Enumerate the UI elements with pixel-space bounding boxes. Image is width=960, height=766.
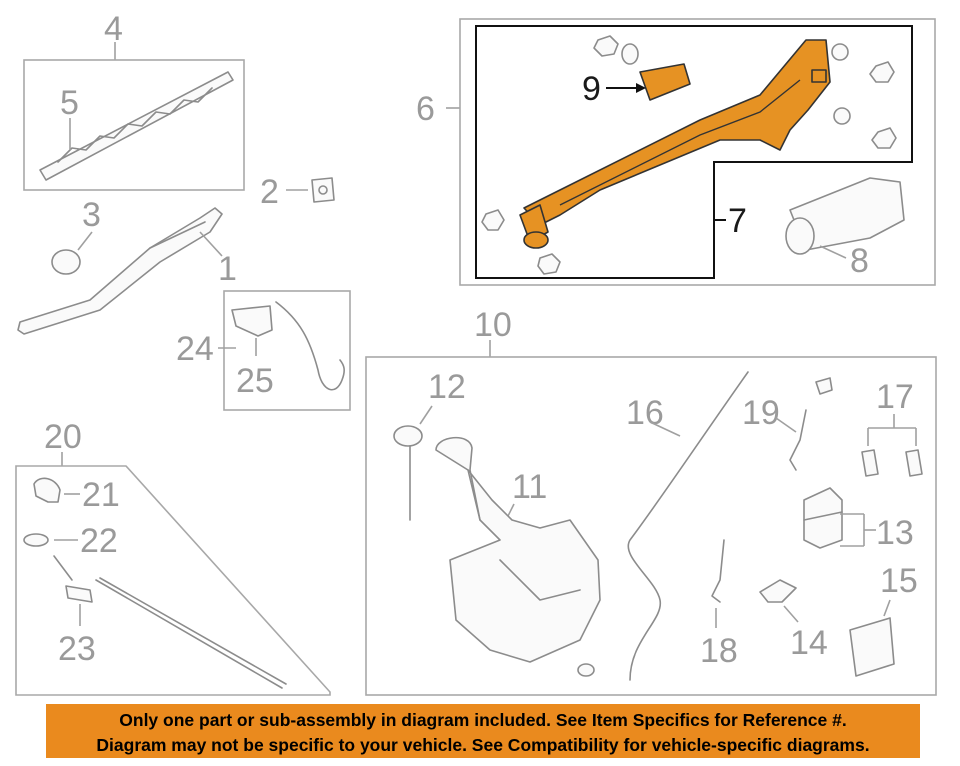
wiper-motor-part-8: 8 bbox=[785, 177, 905, 280]
callout-14: 14 bbox=[790, 624, 828, 662]
callout-10: 10 bbox=[474, 306, 512, 344]
callout-11: 11 bbox=[512, 468, 547, 506]
callout-6: 6 bbox=[416, 90, 435, 128]
callout-19: 19 bbox=[742, 394, 780, 432]
wiper-arm-part-1: 1 bbox=[17, 207, 237, 335]
wiper-linkage-highlight bbox=[519, 39, 831, 249]
callout-23: 23 bbox=[58, 630, 96, 668]
callout-15: 15 bbox=[880, 562, 918, 600]
notice-line-1: Only one part or sub-assembly in diagram… bbox=[119, 710, 847, 730]
cap-part-3: 3 bbox=[51, 196, 101, 275]
callout-13: 13 bbox=[876, 514, 914, 552]
callout-18: 18 bbox=[700, 632, 738, 670]
callout-21: 21 bbox=[82, 476, 120, 514]
callout-4: 4 bbox=[104, 10, 123, 48]
wiper-blade-group: 4 5 bbox=[23, 10, 245, 191]
callout-2: 2 bbox=[260, 173, 279, 211]
callout-5: 5 bbox=[60, 84, 79, 122]
callout-1: 1 bbox=[218, 250, 237, 288]
washer-nozzle-group-20: 20 21 22 23 bbox=[15, 418, 331, 696]
washer-group-10: 10 12 11 16 19 17 bbox=[365, 306, 937, 696]
callout-9: 9 bbox=[582, 70, 601, 108]
hose-group-24: 24 25 bbox=[176, 290, 351, 411]
clip-part-2: 2 bbox=[260, 173, 335, 211]
notice-banner: Only one part or sub-assembly in diagram… bbox=[46, 704, 920, 758]
callout-12: 12 bbox=[428, 368, 466, 406]
wiper-linkage-group-6: 6 7 9 bbox=[416, 18, 936, 286]
callout-22: 22 bbox=[80, 522, 118, 560]
notice-line-2: Diagram may not be specific to your vehi… bbox=[96, 735, 870, 755]
callout-7: 7 bbox=[728, 202, 747, 240]
callout-8: 8 bbox=[850, 242, 869, 280]
callout-24: 24 bbox=[176, 330, 214, 368]
callout-17: 17 bbox=[876, 378, 914, 416]
callout-20: 20 bbox=[44, 418, 82, 456]
callout-3: 3 bbox=[82, 196, 101, 234]
callout-25: 25 bbox=[236, 362, 274, 400]
